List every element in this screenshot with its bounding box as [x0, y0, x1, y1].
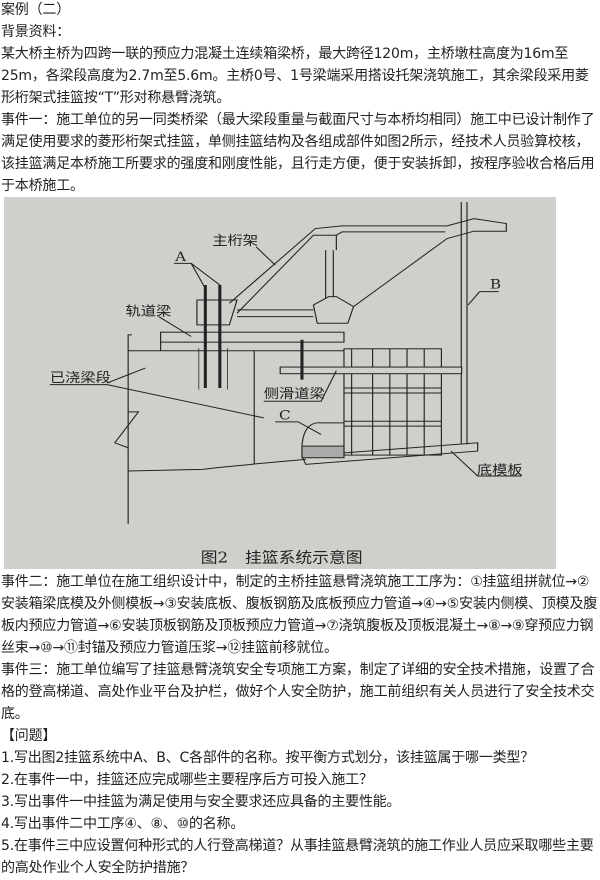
- case-title: 案例（二）: [1, 2, 70, 18]
- label-c: C: [279, 408, 291, 423]
- questions-label: 【问题】: [1, 728, 57, 744]
- label-bottom-form: 底模板: [477, 462, 523, 478]
- figure-hanging-basket-diagram: 主桁架 A B C 轨道梁 已浇梁段 侧滑道梁 底模板 图2 挂篮系统示意图: [4, 197, 556, 569]
- label-cast-segment: 已浇梁段: [50, 370, 111, 386]
- case-intro: 案例（二） 背景资料： 某大桥主桥为四跨一联的预应力混凝土连续箱梁桥，最大跨径1…: [1, 0, 599, 197]
- question-1: 1.写出图2挂篮系统中A、B、C各部件的名称。按平衡方式划分，该挂篮属于哪一类型…: [1, 750, 535, 766]
- figure-caption: 图2 挂篮系统示意图: [201, 548, 363, 566]
- case-events: 事件二：施工单位在施工组织设计中，制定的主桥挂篮悬臂浇筑施工工序为：①挂篮组拼就…: [1, 571, 599, 879]
- label-track-beam: 轨道梁: [125, 304, 171, 320]
- question-3: 3.写出事件一中挂篮为满足使用与安全要求还应具备的主要性能。: [1, 794, 401, 810]
- question-4: 4.写出事件二中工序④、⑧、⑩的名称。: [1, 816, 245, 832]
- question-2: 2.在事件一中，挂篮还应完成哪些主要程序后方可投入施工？: [1, 772, 373, 788]
- label-side-slide-beam: 侧滑道梁: [264, 386, 325, 402]
- background-text: 某大桥主桥为四跨一联的预应力混凝土连续箱梁桥，最大跨径120m，主桥墩柱高度为1…: [1, 46, 589, 106]
- diagram-svg: 主桁架 A B C 轨道梁 已浇梁段 侧滑道梁 底模板 图2 挂篮系统示意图: [49, 201, 523, 566]
- label-a: A: [174, 250, 187, 265]
- event-3: 事件三：施工单位编写了挂篮悬臂浇筑安全专项施工方案，制定了详细的安全技术措施，设…: [1, 662, 595, 722]
- background-label: 背景资料：: [1, 24, 70, 40]
- label-main-truss: 主桁架: [212, 233, 258, 249]
- question-5: 5.在事件三中应设置何种形式的人行登高梯道？从事挂篮悬臂浇筑的施工作业人员应采取…: [1, 838, 594, 876]
- label-b: B: [490, 277, 501, 292]
- event-1: 事件一：施工单位的另一同类桥梁（最大梁段重量与截面尺寸与本桥均相同）施工中已设计…: [1, 112, 595, 194]
- event-2: 事件二：施工单位在施工组织设计中，制定的主桥挂篮悬臂浇筑施工工序为：①挂篮组拼就…: [1, 574, 598, 656]
